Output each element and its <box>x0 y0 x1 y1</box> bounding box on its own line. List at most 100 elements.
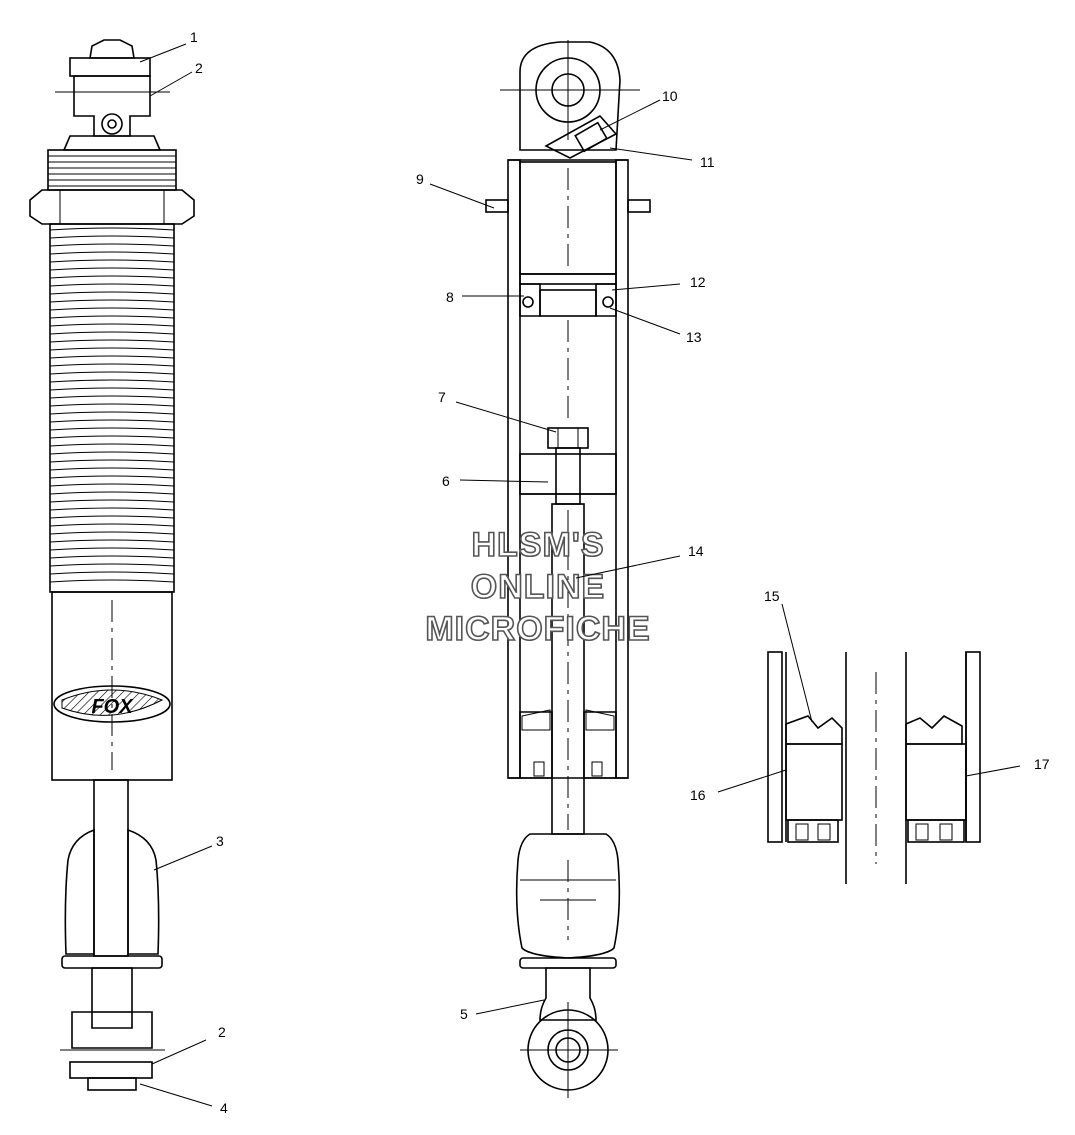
spring-coil <box>49 307 175 311</box>
watermark-line-1: HLSM'S <box>471 526 604 564</box>
detail-wiper-seal <box>785 715 843 745</box>
spring-coil <box>49 435 175 439</box>
logo-text: FOX <box>91 696 134 718</box>
spring-coil <box>49 451 175 455</box>
spring-coil <box>49 379 175 383</box>
callout-15: 15 <box>764 588 780 604</box>
upper-spring-coils <box>47 149 177 191</box>
watermark-line-3: MICROFICHE <box>425 610 650 648</box>
top-eye-housing <box>519 41 621 151</box>
callout-2-top: 2 <box>195 60 203 76</box>
external-shock-view: FOX <box>29 39 195 1091</box>
spring-coil <box>49 235 175 239</box>
spring-coil <box>49 571 175 575</box>
callout-11: 11 <box>700 154 715 170</box>
top-eye-bolt <box>101 113 123 135</box>
spring-coil <box>49 579 175 583</box>
callout-6: 6 <box>442 473 450 489</box>
spring-coil <box>49 355 175 359</box>
callout-leaders <box>139 43 1021 1107</box>
spring-coil <box>49 547 175 551</box>
spring-coil <box>49 523 175 527</box>
seal-head-right <box>583 711 617 779</box>
spring-coil <box>49 419 175 423</box>
top-nut-dome <box>89 39 135 59</box>
spring-coil <box>49 283 175 287</box>
seal-head-detail-right <box>905 651 981 884</box>
callout-10: 10 <box>662 88 678 104</box>
spring-coil <box>49 315 175 319</box>
tube-wall-left <box>507 159 521 779</box>
bottom-spacer <box>87 1077 137 1091</box>
left-fitting <box>485 199 509 213</box>
spring-coil <box>49 387 175 391</box>
top-nut-washer <box>69 57 151 77</box>
floating-piston-top <box>519 273 617 285</box>
top-cap <box>62 135 162 151</box>
valve-cap <box>574 121 608 153</box>
spring-coil <box>49 347 175 351</box>
spring-coil <box>49 259 175 263</box>
spring-coil <box>49 491 175 495</box>
spring-coil <box>49 299 175 303</box>
rod-end-neck <box>539 967 597 1021</box>
callout-5: 5 <box>460 1006 468 1022</box>
spring-coil <box>49 267 175 271</box>
spring-coil <box>49 507 175 511</box>
spring-coil <box>49 331 175 335</box>
spring-coil <box>49 475 175 479</box>
fox-logo: FOX <box>53 685 171 723</box>
spring-coil <box>49 443 175 447</box>
main-spring <box>49 223 175 593</box>
callout-8: 8 <box>446 289 454 305</box>
spring-coil <box>49 291 175 295</box>
detail-bushing <box>785 743 843 821</box>
watermark-line-2: ONLINE <box>471 568 605 606</box>
o-ring-right <box>602 296 614 308</box>
spring-coil <box>49 411 175 415</box>
spring-coil <box>49 483 175 487</box>
spring-coil <box>49 467 175 471</box>
callout-17: 17 <box>1034 756 1050 772</box>
callout-9: 9 <box>416 171 424 187</box>
spring-coil <box>49 275 175 279</box>
bottom-bushing <box>69 1061 153 1079</box>
callout-4: 4 <box>220 1100 228 1116</box>
callout-16: 16 <box>690 787 706 803</box>
seal-head-detail-left <box>767 651 847 884</box>
right-fitting <box>627 199 651 213</box>
detail-wiper-seal-right <box>905 715 963 745</box>
bottom-eye-bracket <box>71 1011 153 1049</box>
bump-stop-right <box>127 828 160 955</box>
spring-coil <box>49 515 175 519</box>
spring-coil <box>49 323 175 327</box>
spring-coil <box>49 499 175 503</box>
callout-7: 7 <box>438 389 446 405</box>
tube-wall-right <box>615 159 629 779</box>
spring-coil <box>49 363 175 367</box>
callout-3: 3 <box>216 833 224 849</box>
main-piston <box>519 453 617 495</box>
schrader-valve <box>544 114 618 159</box>
bottom-seat-center <box>519 957 617 969</box>
spring-coil <box>49 227 175 231</box>
spring-coil <box>49 403 175 407</box>
callout-2-bottom: 2 <box>218 1024 226 1040</box>
spring-coil <box>49 531 175 535</box>
o-ring-left <box>522 296 534 308</box>
spring-coil <box>49 459 175 463</box>
seal-head-left <box>519 711 553 779</box>
spring-coil <box>49 563 175 567</box>
spring-coil <box>49 395 175 399</box>
spring-coil <box>49 243 175 247</box>
detail-bushing-right <box>905 743 967 821</box>
spring-coil <box>49 251 175 255</box>
bottom-seat <box>61 955 163 969</box>
top-eye-bracket <box>73 75 151 137</box>
spring-collar-nut <box>29 189 195 225</box>
callout-1: 1 <box>190 29 198 45</box>
callout-13: 13 <box>686 329 702 345</box>
spring-coil <box>49 339 175 343</box>
watermark: HLSM'S ONLINE MICROFICHE <box>425 525 651 649</box>
